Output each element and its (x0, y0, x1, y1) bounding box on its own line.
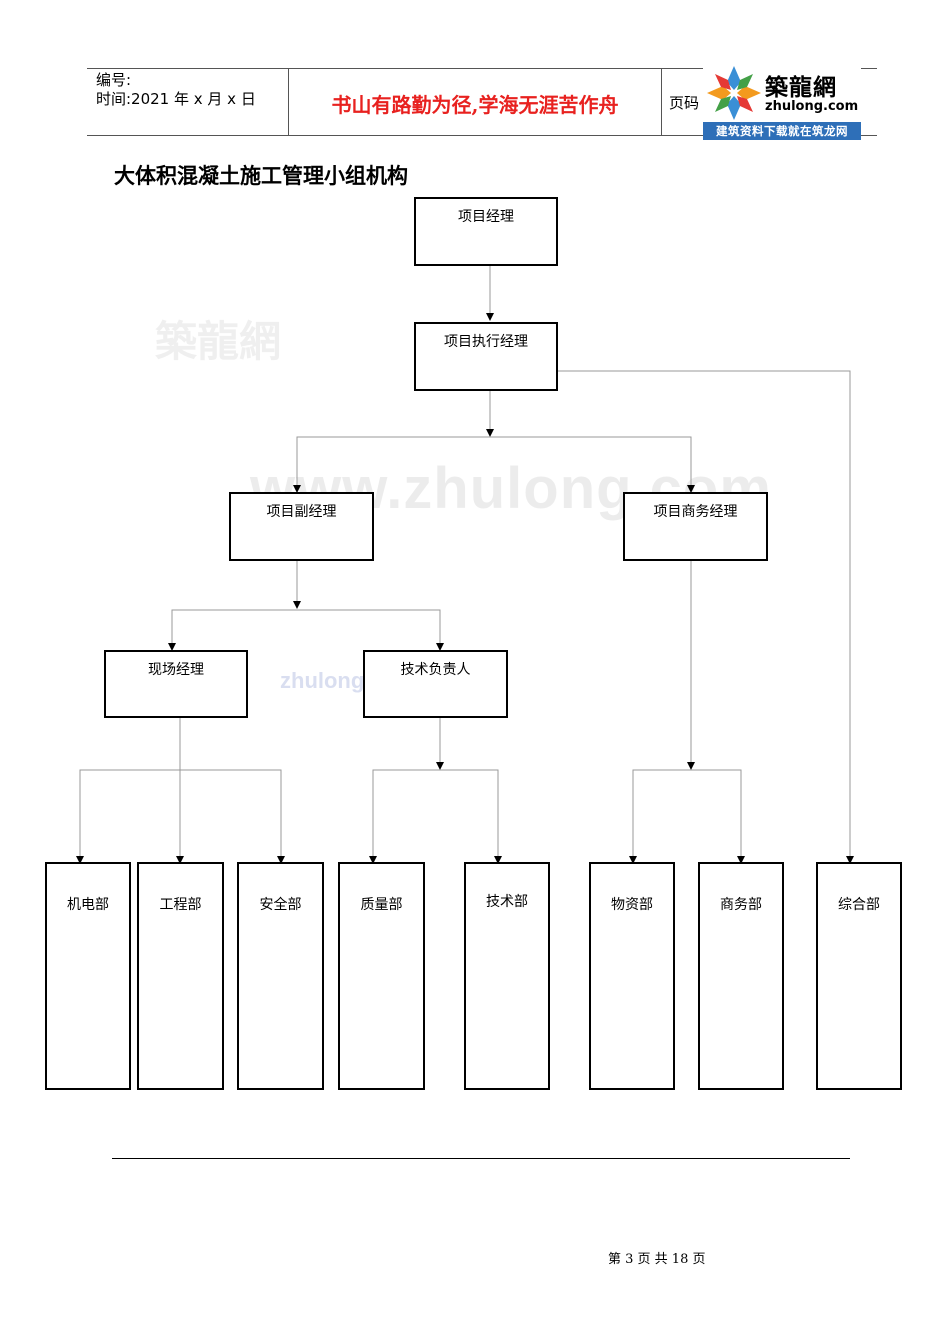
org-label-dept: 质量部 (360, 897, 403, 913)
header-bottom-line (87, 135, 877, 136)
org-label-commercial-manager: 项目商务经理 (653, 504, 738, 520)
header-divider-2 (661, 68, 662, 135)
org-box-dept-safety: 安全部 (237, 862, 324, 1090)
footer-divider (112, 1158, 850, 1159)
org-label-dept: 机电部 (67, 897, 109, 913)
org-label-dept: 商务部 (720, 897, 762, 913)
org-box-project-manager: 项目经理 (414, 197, 558, 266)
org-box-dept-engineering: 工程部 (137, 862, 224, 1090)
org-label-dept: 工程部 (159, 897, 202, 913)
zhulong-logo: 築龍網 zhulong.com 建筑资料下载就在筑龙网 (703, 64, 861, 142)
snowflake-logo-icon (707, 66, 761, 120)
org-label-site-manager: 现场经理 (148, 662, 204, 678)
org-box-dept-mep: 机电部 (45, 862, 131, 1090)
doc-number-label: 编号: (96, 71, 132, 89)
org-label-project-manager: 项目经理 (458, 209, 514, 225)
logo-domain-text: zhulong.com (765, 99, 859, 114)
page-title: 大体积混凝土施工管理小组机构 (114, 163, 408, 188)
org-label-dept: 综合部 (838, 897, 880, 913)
org-box-commercial-manager: 项目商务经理 (623, 492, 768, 561)
doc-time-label: 时间:2021 年 x 月 x 日 (96, 90, 256, 108)
org-box-dept-quality: 质量部 (338, 862, 425, 1090)
org-label-executive-manager: 项目执行经理 (444, 334, 528, 350)
page-label: 页码 (669, 94, 700, 112)
org-box-dept-commercial: 商务部 (698, 862, 784, 1090)
org-label-dept: 安全部 (259, 897, 302, 913)
org-label-dept: 物资部 (611, 897, 653, 913)
logo-brand-text: 築龍網 (765, 74, 837, 101)
org-box-technical-lead: 技术负责人 (363, 650, 508, 718)
header-divider-1 (288, 68, 289, 135)
logo-slogan: 建筑资料下载就在筑龙网 (703, 122, 861, 140)
org-box-executive-manager: 项目执行经理 (414, 322, 558, 391)
org-label-dept: 技术部 (486, 894, 528, 910)
org-box-site-manager: 现场经理 (104, 650, 248, 718)
org-box-dept-materials: 物资部 (589, 862, 675, 1090)
org-label-deputy-manager: 项目副经理 (266, 504, 337, 520)
header-motto: 书山有路勤为径,学海无涯苦作舟 (331, 93, 619, 117)
org-box-dept-technical: 技术部 (464, 862, 550, 1090)
org-label-technical-lead: 技术负责人 (400, 662, 471, 678)
header-top-line (87, 68, 877, 69)
org-box-deputy-manager: 项目副经理 (229, 492, 374, 561)
org-box-dept-general: 综合部 (816, 862, 902, 1090)
page-number: 第 3 页 共 18 页 (608, 1252, 706, 1267)
